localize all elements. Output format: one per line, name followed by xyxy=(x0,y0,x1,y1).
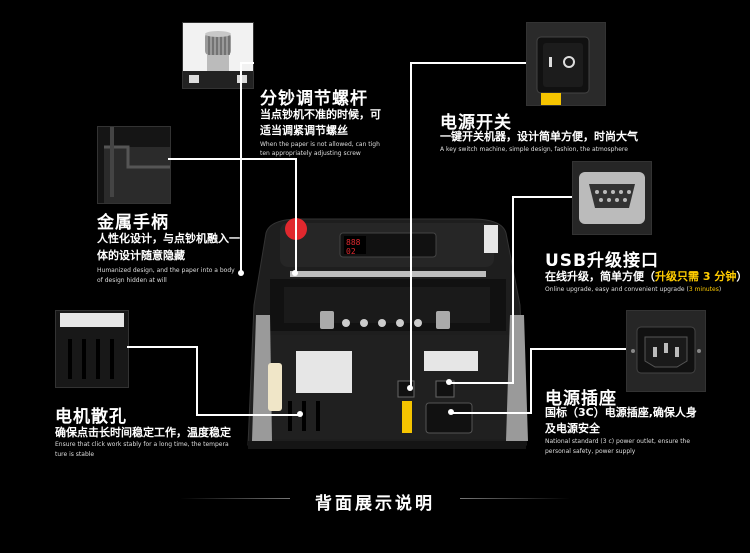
socket-desc-line1: 国标（3C）电源插座,确保人身 xyxy=(545,406,697,419)
footer-title: 背面展示说明 xyxy=(315,494,435,514)
handle-desc-line2: 体的设计随意隐藏 xyxy=(97,249,185,262)
metal-handle-icon xyxy=(98,127,170,203)
usb-en: Online upgrade, easy and convenient upgr… xyxy=(545,285,721,295)
handle-en-line2: of design hidden at will xyxy=(97,277,167,284)
vent-connector-dot xyxy=(297,411,303,417)
vent-en-line2: ture is stable xyxy=(55,451,95,458)
screw-en-line1: When the paper is not allowed, can tigh xyxy=(260,141,380,148)
handle-en-line1: Humanized design, and the paper into a b… xyxy=(97,267,235,274)
usb-thumbnail xyxy=(572,161,652,235)
usb-desc-prefix: 在线升级，简单方便（ xyxy=(545,270,655,283)
handle-thumbnail xyxy=(97,126,171,204)
screw-title: 分钞调节螺杆 xyxy=(260,89,368,109)
footer-line-left xyxy=(180,498,290,499)
socket-en-line1: National standard (3 c) power outlet, en… xyxy=(545,438,691,445)
socket-connector-dot xyxy=(448,409,454,415)
rocker-switch-icon xyxy=(527,23,605,105)
handle-connector-dot xyxy=(292,270,298,276)
power-socket-icon xyxy=(627,311,705,391)
vent-holes-icon xyxy=(56,311,128,387)
vent-connector-horizontal xyxy=(127,346,197,348)
usb-connector-bottom xyxy=(450,382,514,384)
handle-desc-line1: 人性化设计，与点钞机融入一 xyxy=(97,232,240,245)
footer-line-right xyxy=(460,498,570,499)
adjusting-screw-icon xyxy=(183,23,253,88)
usb-desc-highlight: 升级只需 3 分钟 xyxy=(655,270,737,283)
socket-connector-horizontal xyxy=(530,348,626,350)
handle-connector-vertical xyxy=(295,158,297,274)
switch-connector-horizontal xyxy=(410,62,526,64)
serial-port-icon xyxy=(573,162,651,234)
screw-desc-line2: 适当调紧调节螺丝 xyxy=(260,124,348,137)
usb-en-suffix: ) xyxy=(718,286,722,293)
screw-en-line2: ten appropriately adjusting screw xyxy=(260,150,361,157)
power-switch-thumbnail xyxy=(526,22,606,106)
socket-title: 电源插座 xyxy=(545,389,617,409)
socket-connector-vertical xyxy=(530,348,532,412)
switch-connector-vertical xyxy=(410,62,412,388)
display-bottom-text: 02 xyxy=(346,247,356,256)
screw-connector-dot xyxy=(238,270,244,276)
switch-desc: 一键开关机器，设计简单方便，时尚大气 xyxy=(440,130,638,143)
usb-desc: 在线升级，简单方便（升级只需 3 分钟） xyxy=(545,268,747,286)
screw-thumbnail xyxy=(182,22,254,89)
socket-connector-bottom xyxy=(452,412,532,414)
usb-connector-horizontal xyxy=(512,196,572,198)
usb-connector-dot xyxy=(446,379,452,385)
usb-connector-vertical xyxy=(512,196,514,382)
switch-connector-dot xyxy=(407,385,413,391)
screw-connector-horizontal xyxy=(240,62,254,64)
usb-en-highlight: 3 minutes xyxy=(688,286,719,293)
vent-desc: 确保点击长时间稳定工作，温度稳定 xyxy=(55,426,231,439)
socket-thumbnail xyxy=(626,310,706,392)
handle-connector-horizontal xyxy=(168,158,296,160)
screw-desc-line1: 当点钞机不准的时候，可 xyxy=(260,108,381,121)
display-top-text: 888 xyxy=(346,238,361,247)
usb-title: USB升级接口 xyxy=(545,251,660,271)
vent-connector-vertical xyxy=(196,346,198,414)
usb-en-prefix: Online upgrade, easy and convenient upgr… xyxy=(545,286,689,293)
vent-thumbnail xyxy=(55,310,129,388)
vent-title: 电机散孔 xyxy=(55,407,127,427)
vent-connector-bottom xyxy=(196,414,300,416)
vent-en-line1: Ensure that click work stably for a long… xyxy=(55,441,229,448)
switch-title: 电源开关 xyxy=(440,113,512,133)
screw-connector-vertical xyxy=(240,62,242,274)
switch-en: A key switch machine, simple design, fas… xyxy=(440,146,628,153)
usb-desc-suffix: ） xyxy=(736,270,748,283)
money-counter-machine: 888 02 xyxy=(240,215,532,455)
socket-en-line2: personal safety, power supply xyxy=(545,448,636,455)
handle-title: 金属手柄 xyxy=(97,213,169,233)
socket-desc-line2: 及电源安全 xyxy=(545,422,600,435)
